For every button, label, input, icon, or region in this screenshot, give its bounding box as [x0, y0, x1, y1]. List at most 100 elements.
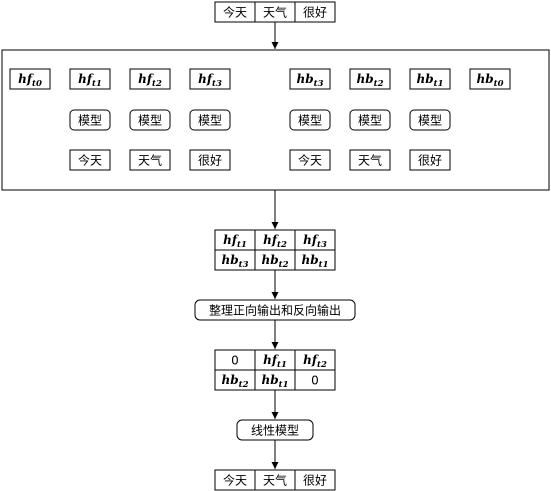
- output-table-cell-label-subscript: t3: [239, 260, 249, 270]
- backward-state-box: [469, 68, 511, 90]
- forward-state-3-base: hf: [198, 72, 214, 86]
- forward-state-1: hft1: [78, 72, 102, 89]
- backward-state-1: hbt2: [357, 72, 384, 89]
- backward-state-3-subscript: t0: [494, 79, 504, 89]
- forward-model-1: [129, 109, 171, 131]
- backward-state-2: hbt1: [417, 72, 444, 89]
- output-table-cell-label-base: hb: [302, 253, 319, 267]
- forward-model-2-word: 很好: [198, 154, 222, 168]
- output-word-2: 很好: [303, 474, 327, 488]
- output-table-cell-label: hft1: [223, 233, 247, 250]
- aligned-table-cell-label: 0: [311, 374, 319, 388]
- input-word-0: 今天: [223, 5, 247, 20]
- output-table-cell-label-base: hf: [303, 233, 319, 247]
- forward-model-2-word-box: [189, 149, 231, 171]
- aligned-table-cell-label-subscript: t2: [317, 360, 327, 370]
- aligned-table-cell-label: hbt1: [262, 373, 289, 390]
- output-table-cell-label: hft2: [263, 233, 287, 250]
- backward-state-1-subscript: t2: [374, 79, 384, 89]
- forward-model-0: [69, 109, 111, 131]
- reorganize-label: 整理正向输出和反向输出: [209, 303, 341, 318]
- aligned-table-cell-label-subscript: t2: [239, 380, 249, 390]
- forward-state-box: [9, 68, 51, 90]
- output-word-1: 天气: [263, 473, 287, 488]
- output-table-cell-label-subscript: t3: [317, 240, 327, 250]
- forward-model-1-word-box: [129, 149, 171, 171]
- forward-state-0: hft0: [18, 72, 42, 89]
- backward-state-3: hbt0: [477, 72, 504, 89]
- input-word-cell: [294, 1, 336, 23]
- backward-state-0: hbt3: [297, 72, 324, 89]
- forward-state-0-subscript: t0: [32, 79, 42, 89]
- output-table-cell-label-subscript: t1: [319, 260, 329, 270]
- output-table-cell-label: hbt2: [262, 253, 289, 270]
- aligned-table-cell-label-subscript: t1: [279, 380, 289, 390]
- aligned-table-cell-label: hft1: [263, 353, 287, 370]
- backward-state-0-base: hb: [297, 72, 314, 86]
- backward-state-box: [409, 68, 451, 90]
- backward-model-1: [349, 109, 391, 131]
- output-table-cell-label-base: hf: [263, 233, 279, 247]
- forward-state-1-subscript: t1: [92, 79, 102, 89]
- output-word-0: 今天: [223, 473, 247, 488]
- forward-state-3-subscript: t3: [212, 79, 222, 89]
- forward-model-1-label: 模型: [138, 114, 162, 128]
- aligned-table-cell-label-base: hf: [303, 353, 319, 367]
- forward-model-2-label: 模型: [198, 114, 222, 128]
- backward-state-box: [349, 68, 391, 90]
- backward-model-0-word: 今天: [298, 153, 322, 168]
- forward-state-box: [129, 68, 171, 90]
- input-word-2: 很好: [303, 6, 327, 20]
- aligned-table-cell-label: hft2: [303, 353, 327, 370]
- backward-model-1-label: 模型: [358, 114, 382, 128]
- forward-state-3: hft3: [198, 72, 222, 89]
- output-table-cell-label: hbt3: [222, 253, 249, 270]
- output-table-cell-label: hft3: [303, 233, 327, 250]
- forward-model-1-word: 天气: [138, 153, 162, 168]
- forward-model-0-word-box: [69, 149, 111, 171]
- backward-state-0-subscript: t3: [314, 79, 324, 89]
- forward-model-0-word: 今天: [78, 153, 102, 168]
- backward-model-0-label: 模型: [298, 114, 322, 128]
- aligned-table-cell-label-base: hb: [222, 373, 239, 387]
- backward-model-2: [409, 109, 451, 131]
- forward-state-box: [189, 68, 231, 90]
- output-table-cell-label-subscript: t2: [277, 240, 287, 250]
- output-table-cell-label-base: hf: [223, 233, 239, 247]
- backward-model-2-word-box: [409, 149, 451, 171]
- output-table-cell-label-subscript: t1: [237, 240, 247, 250]
- backward-model-0-word-box: [289, 149, 331, 171]
- backward-state-2-subscript: t1: [434, 79, 444, 89]
- backward-model-1-word: 天气: [358, 153, 382, 168]
- output-table-cell-label: hbt1: [302, 253, 329, 270]
- aligned-table-cell-label: 0: [231, 354, 239, 368]
- forward-state-box: [69, 68, 111, 90]
- forward-model-0-label: 模型: [78, 114, 102, 128]
- forward-state-0-base: hf: [18, 72, 34, 86]
- backward-model-1-word-box: [349, 149, 391, 171]
- backward-model-2-label: 模型: [418, 114, 442, 128]
- aligned-table-cell-label: hbt2: [222, 373, 249, 390]
- forward-state-2: hft2: [138, 72, 162, 89]
- output-table-cell-label-subscript: t2: [279, 260, 289, 270]
- backward-state-2-base: hb: [417, 72, 434, 86]
- reorganize-box: [194, 299, 356, 321]
- input-word-1: 天气: [263, 5, 287, 20]
- backward-state-box: [289, 68, 331, 90]
- forward-model-2: [189, 109, 231, 131]
- output-table-cell-label-base: hb: [222, 253, 239, 267]
- aligned-table-cell: [294, 369, 336, 391]
- output-table-cell: [294, 249, 336, 271]
- forward-state-2-base: hf: [138, 72, 154, 86]
- forward-state-1-base: hf: [78, 72, 94, 86]
- aligned-table-cell-label-subscript: t1: [277, 360, 287, 370]
- backward-model-2-word: 很好: [418, 154, 442, 168]
- backward-model-0: [289, 109, 331, 131]
- linear-model-label: 线性模型: [251, 424, 299, 438]
- aligned-table-cell-label-base: hf: [263, 353, 279, 367]
- backward-state-1-base: hb: [357, 72, 374, 86]
- linear-model-box: [236, 419, 314, 441]
- aligned-table-cell-label-base: hb: [262, 373, 279, 387]
- backward-state-3-base: hb: [477, 72, 494, 86]
